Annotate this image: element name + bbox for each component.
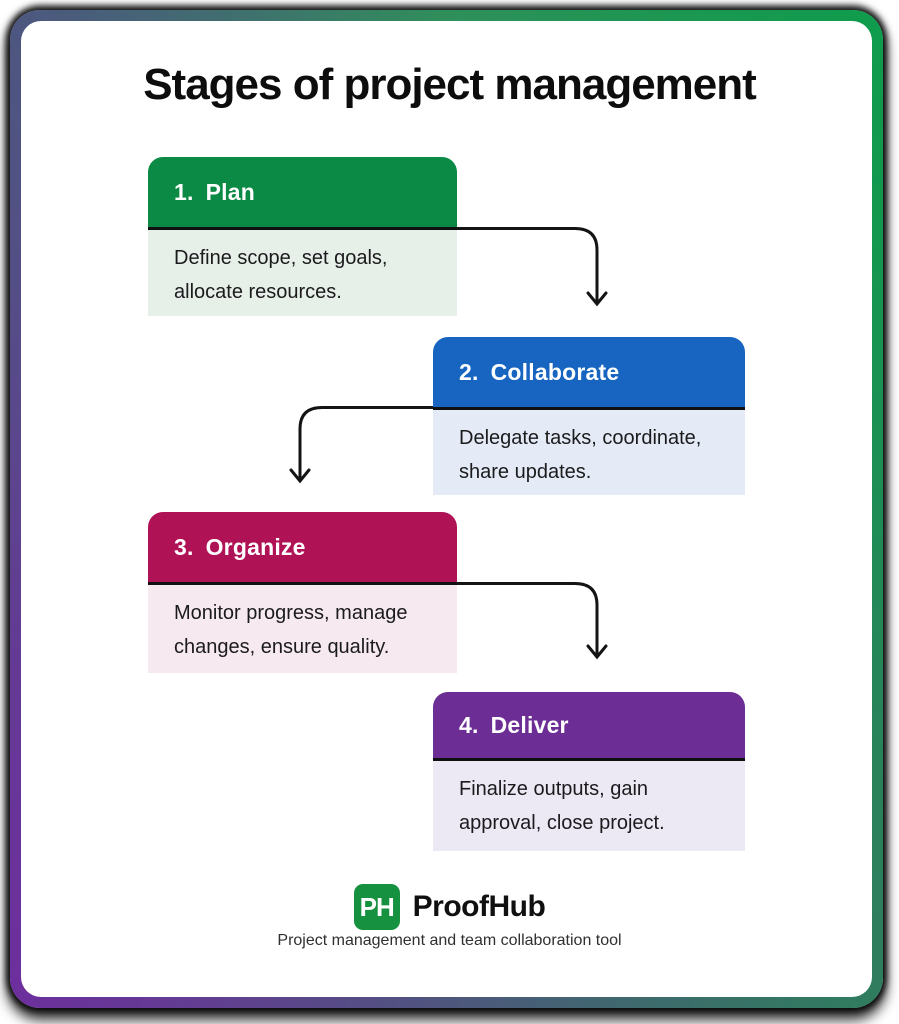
stage-card-organize: 3. Organize Monitor progress, manage cha…: [148, 512, 457, 673]
stage-description-deliver: Finalize outputs, gain approval, close p…: [433, 758, 745, 851]
brand-name: ProofHub: [412, 890, 546, 923]
stage-header-organize: 3. Organize: [148, 512, 457, 582]
stage-header-deliver: 4. Deliver: [433, 692, 745, 758]
brand-logo: PH ProofHub: [0, 884, 899, 930]
arrow-organize-to-deliver: [453, 582, 608, 660]
stage-number: 2.: [459, 358, 479, 385]
stage-label: Collaborate: [490, 358, 620, 385]
stage-label: Deliver: [490, 711, 569, 738]
stage-number: 4.: [459, 711, 479, 738]
stage-label: Plan: [205, 178, 255, 205]
stage-number: 1.: [174, 178, 194, 205]
brand-tagline: Project management and team collaboratio…: [277, 932, 622, 949]
arrow-plan-to-collaborate: [453, 227, 608, 307]
stage-card-collaborate: 2. Collaborate Delegate tasks, coordinat…: [433, 337, 745, 495]
proofhub-monogram-icon: PH: [353, 884, 400, 930]
stage-card-deliver: 4. Deliver Finalize outputs, gain approv…: [433, 692, 745, 851]
stage-number: 3.: [174, 533, 194, 560]
stage-header-plan: 1. Plan: [148, 157, 457, 227]
stage-description-collaborate: Delegate tasks, coordinate, share update…: [433, 407, 745, 495]
stage-label: Organize: [205, 533, 306, 560]
stage-card-plan: 1. Plan Define scope, set goals, allocat…: [148, 157, 457, 316]
stage-header-collaborate: 2. Collaborate: [433, 337, 745, 407]
stage-description-organize: Monitor progress, manage changes, ensure…: [148, 582, 457, 673]
arrow-collaborate-to-organize: [289, 406, 435, 484]
page-title: Stages of project management: [143, 60, 757, 109]
stage-description-plan: Define scope, set goals, allocate resour…: [148, 227, 457, 316]
